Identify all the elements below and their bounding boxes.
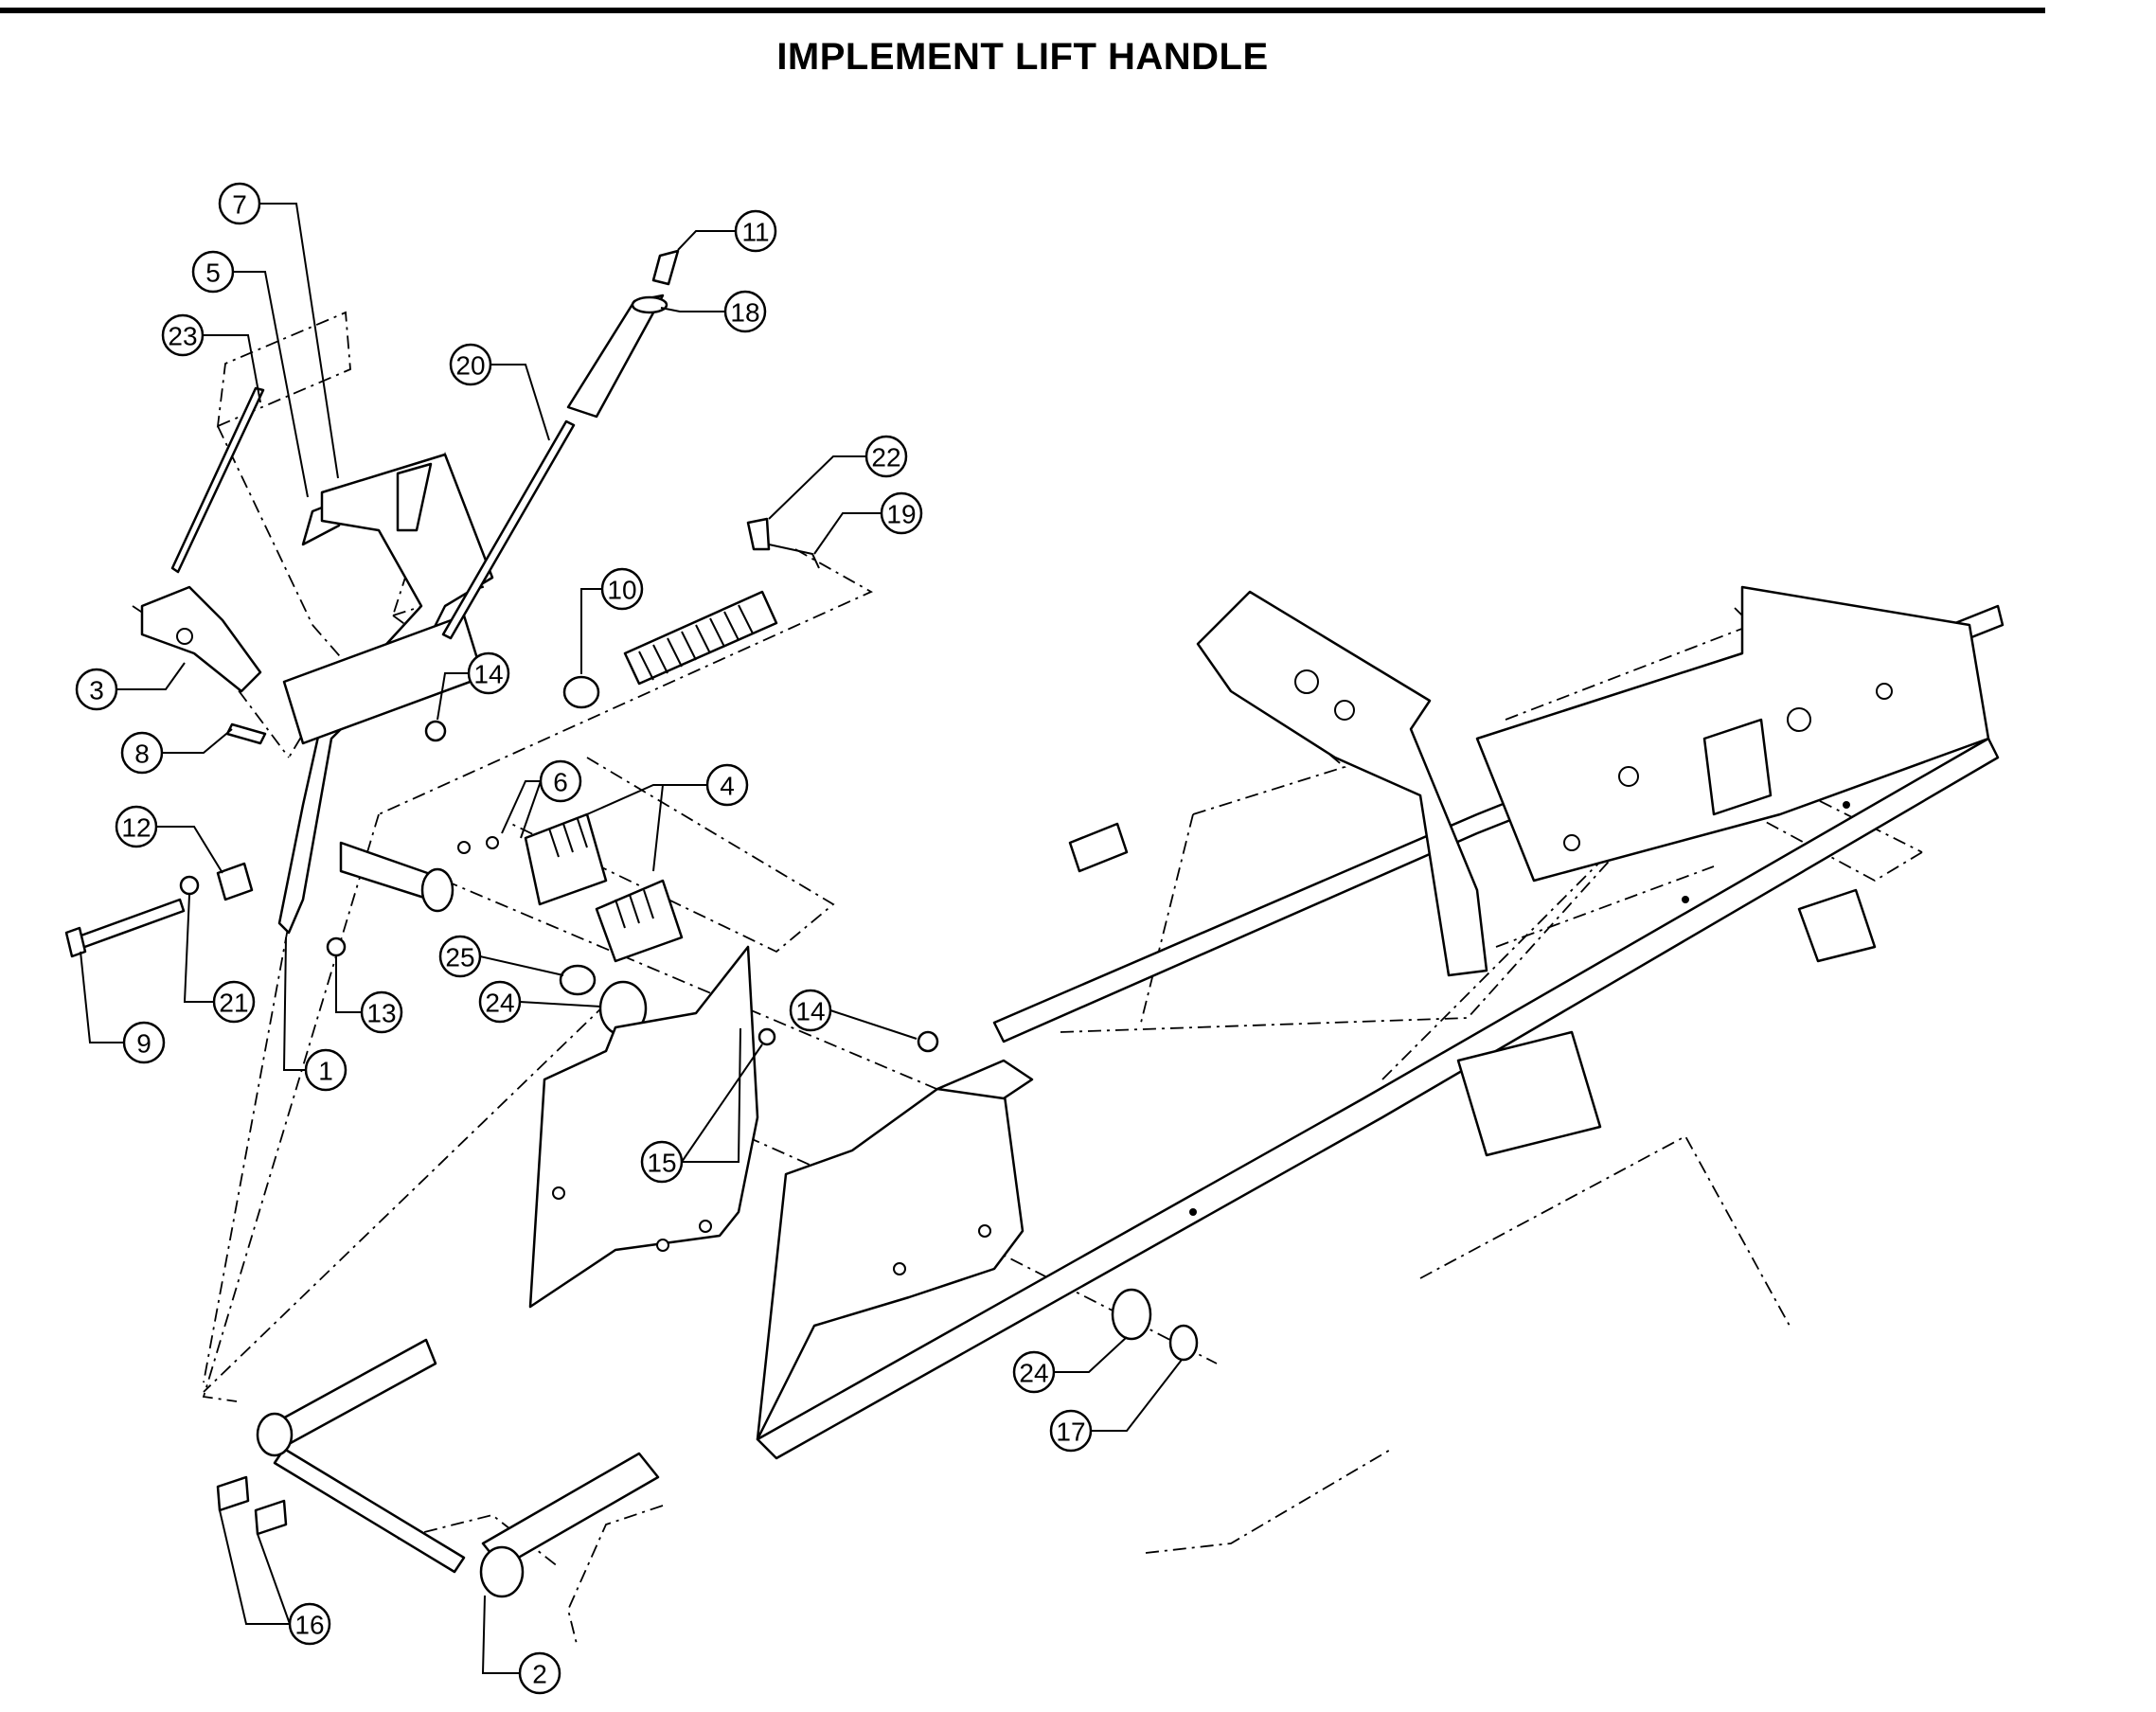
callout-circle bbox=[705, 763, 749, 807]
callout-14: 14 bbox=[467, 651, 510, 695]
callout-number: 9 bbox=[136, 1029, 151, 1059]
callout-25: 25 bbox=[438, 935, 482, 978]
rockshaft-assembly bbox=[216, 1338, 660, 1598]
callout-9: 9 bbox=[122, 1021, 166, 1064]
callout-number: 4 bbox=[720, 772, 735, 801]
callout-24: 24 bbox=[478, 980, 522, 1024]
callout-circle bbox=[539, 759, 582, 803]
callout-23: 23 bbox=[161, 313, 205, 357]
lift-handle-parts bbox=[64, 249, 1199, 1362]
callout-number: 8 bbox=[134, 740, 150, 769]
callout-circle bbox=[734, 209, 777, 253]
callout-number: 7 bbox=[232, 190, 247, 220]
callout-8: 8 bbox=[120, 731, 164, 775]
callout-6: 6 bbox=[539, 759, 582, 803]
callout-number: 13 bbox=[366, 999, 396, 1028]
callout-number: 25 bbox=[445, 943, 474, 972]
callout-11: 11 bbox=[734, 209, 777, 253]
callout-circle bbox=[191, 250, 235, 294]
callout-1: 1 bbox=[304, 1048, 347, 1092]
callout-circle bbox=[789, 989, 832, 1032]
callout-number: 5 bbox=[205, 259, 221, 288]
callout-20: 20 bbox=[449, 343, 492, 386]
callout-circle bbox=[120, 731, 164, 775]
callout-21: 21 bbox=[212, 980, 256, 1024]
callout-number: 21 bbox=[219, 989, 248, 1018]
callout-circle bbox=[467, 651, 510, 695]
callout-number: 3 bbox=[89, 676, 104, 705]
callout-number: 14 bbox=[795, 997, 825, 1026]
callout-10: 10 bbox=[600, 567, 644, 611]
callout-circle bbox=[438, 935, 482, 978]
callout-number: 12 bbox=[121, 813, 151, 843]
callout-circle bbox=[218, 182, 261, 225]
callout-number: 23 bbox=[168, 322, 197, 351]
callout-circle bbox=[640, 1140, 684, 1184]
callout-circle bbox=[115, 805, 158, 848]
left-side-plate bbox=[528, 945, 759, 1309]
page-title: IMPLEMENT LIFT HANDLE bbox=[776, 36, 1269, 78]
callout-number: 24 bbox=[1019, 1359, 1048, 1388]
callout-4: 4 bbox=[705, 763, 749, 807]
callout-number: 20 bbox=[455, 351, 485, 381]
callout-12: 12 bbox=[115, 805, 158, 848]
callout-number: 22 bbox=[871, 443, 900, 473]
callout-number: 1 bbox=[318, 1057, 333, 1086]
callout-circle bbox=[161, 313, 205, 357]
callout-circle bbox=[864, 435, 908, 478]
callout-3: 3 bbox=[75, 668, 118, 711]
callout-circle bbox=[600, 567, 644, 611]
callout-circle bbox=[360, 990, 403, 1034]
callout-5: 5 bbox=[191, 250, 235, 294]
callout-16: 16 bbox=[288, 1602, 331, 1646]
callout-circle bbox=[1012, 1350, 1056, 1394]
callout-number: 10 bbox=[607, 576, 636, 605]
top-rule bbox=[0, 8, 2045, 13]
callout-7: 7 bbox=[218, 182, 261, 225]
callout-circle bbox=[304, 1048, 347, 1092]
callout-number: 24 bbox=[485, 989, 514, 1018]
leader-lines bbox=[80, 203, 1183, 1674]
callout-18: 18 bbox=[723, 290, 767, 333]
callout-circle bbox=[478, 980, 522, 1024]
callout-circle bbox=[880, 491, 923, 535]
callout-2: 2 bbox=[518, 1651, 561, 1695]
callout-circle bbox=[288, 1602, 331, 1646]
callout-circle bbox=[212, 980, 256, 1024]
callout-circle bbox=[723, 290, 767, 333]
right-side-plate bbox=[756, 1059, 1034, 1441]
callout-24: 24 bbox=[1012, 1350, 1056, 1394]
callout-17: 17 bbox=[1049, 1409, 1093, 1453]
callout-number: 18 bbox=[730, 298, 759, 328]
callout-number: 2 bbox=[532, 1660, 547, 1689]
callout-number: 11 bbox=[741, 218, 769, 247]
callout-number: 19 bbox=[886, 500, 916, 529]
callout-circle bbox=[75, 668, 118, 711]
callout-14: 14 bbox=[789, 989, 832, 1032]
callout-15: 15 bbox=[640, 1140, 684, 1184]
callout-number: 17 bbox=[1056, 1418, 1085, 1447]
main-frame bbox=[756, 585, 2005, 1460]
callout-circle bbox=[1049, 1409, 1093, 1453]
callout-circle bbox=[449, 343, 492, 386]
callout-circle bbox=[122, 1021, 166, 1064]
callout-number: 16 bbox=[294, 1611, 324, 1640]
callout-number: 6 bbox=[553, 768, 568, 797]
callout-number: 14 bbox=[473, 660, 503, 689]
callout-circle bbox=[518, 1651, 561, 1695]
callout-labels: 7 5 23 11 18 20 22 19 10 14 3 8 6 4 12 25 24 21 13 14 9 1 15 24… bbox=[75, 182, 1093, 1695]
callout-13: 13 bbox=[360, 990, 403, 1034]
callout-number: 15 bbox=[647, 1149, 676, 1178]
callout-19: 19 bbox=[880, 491, 923, 535]
callout-22: 22 bbox=[864, 435, 908, 478]
